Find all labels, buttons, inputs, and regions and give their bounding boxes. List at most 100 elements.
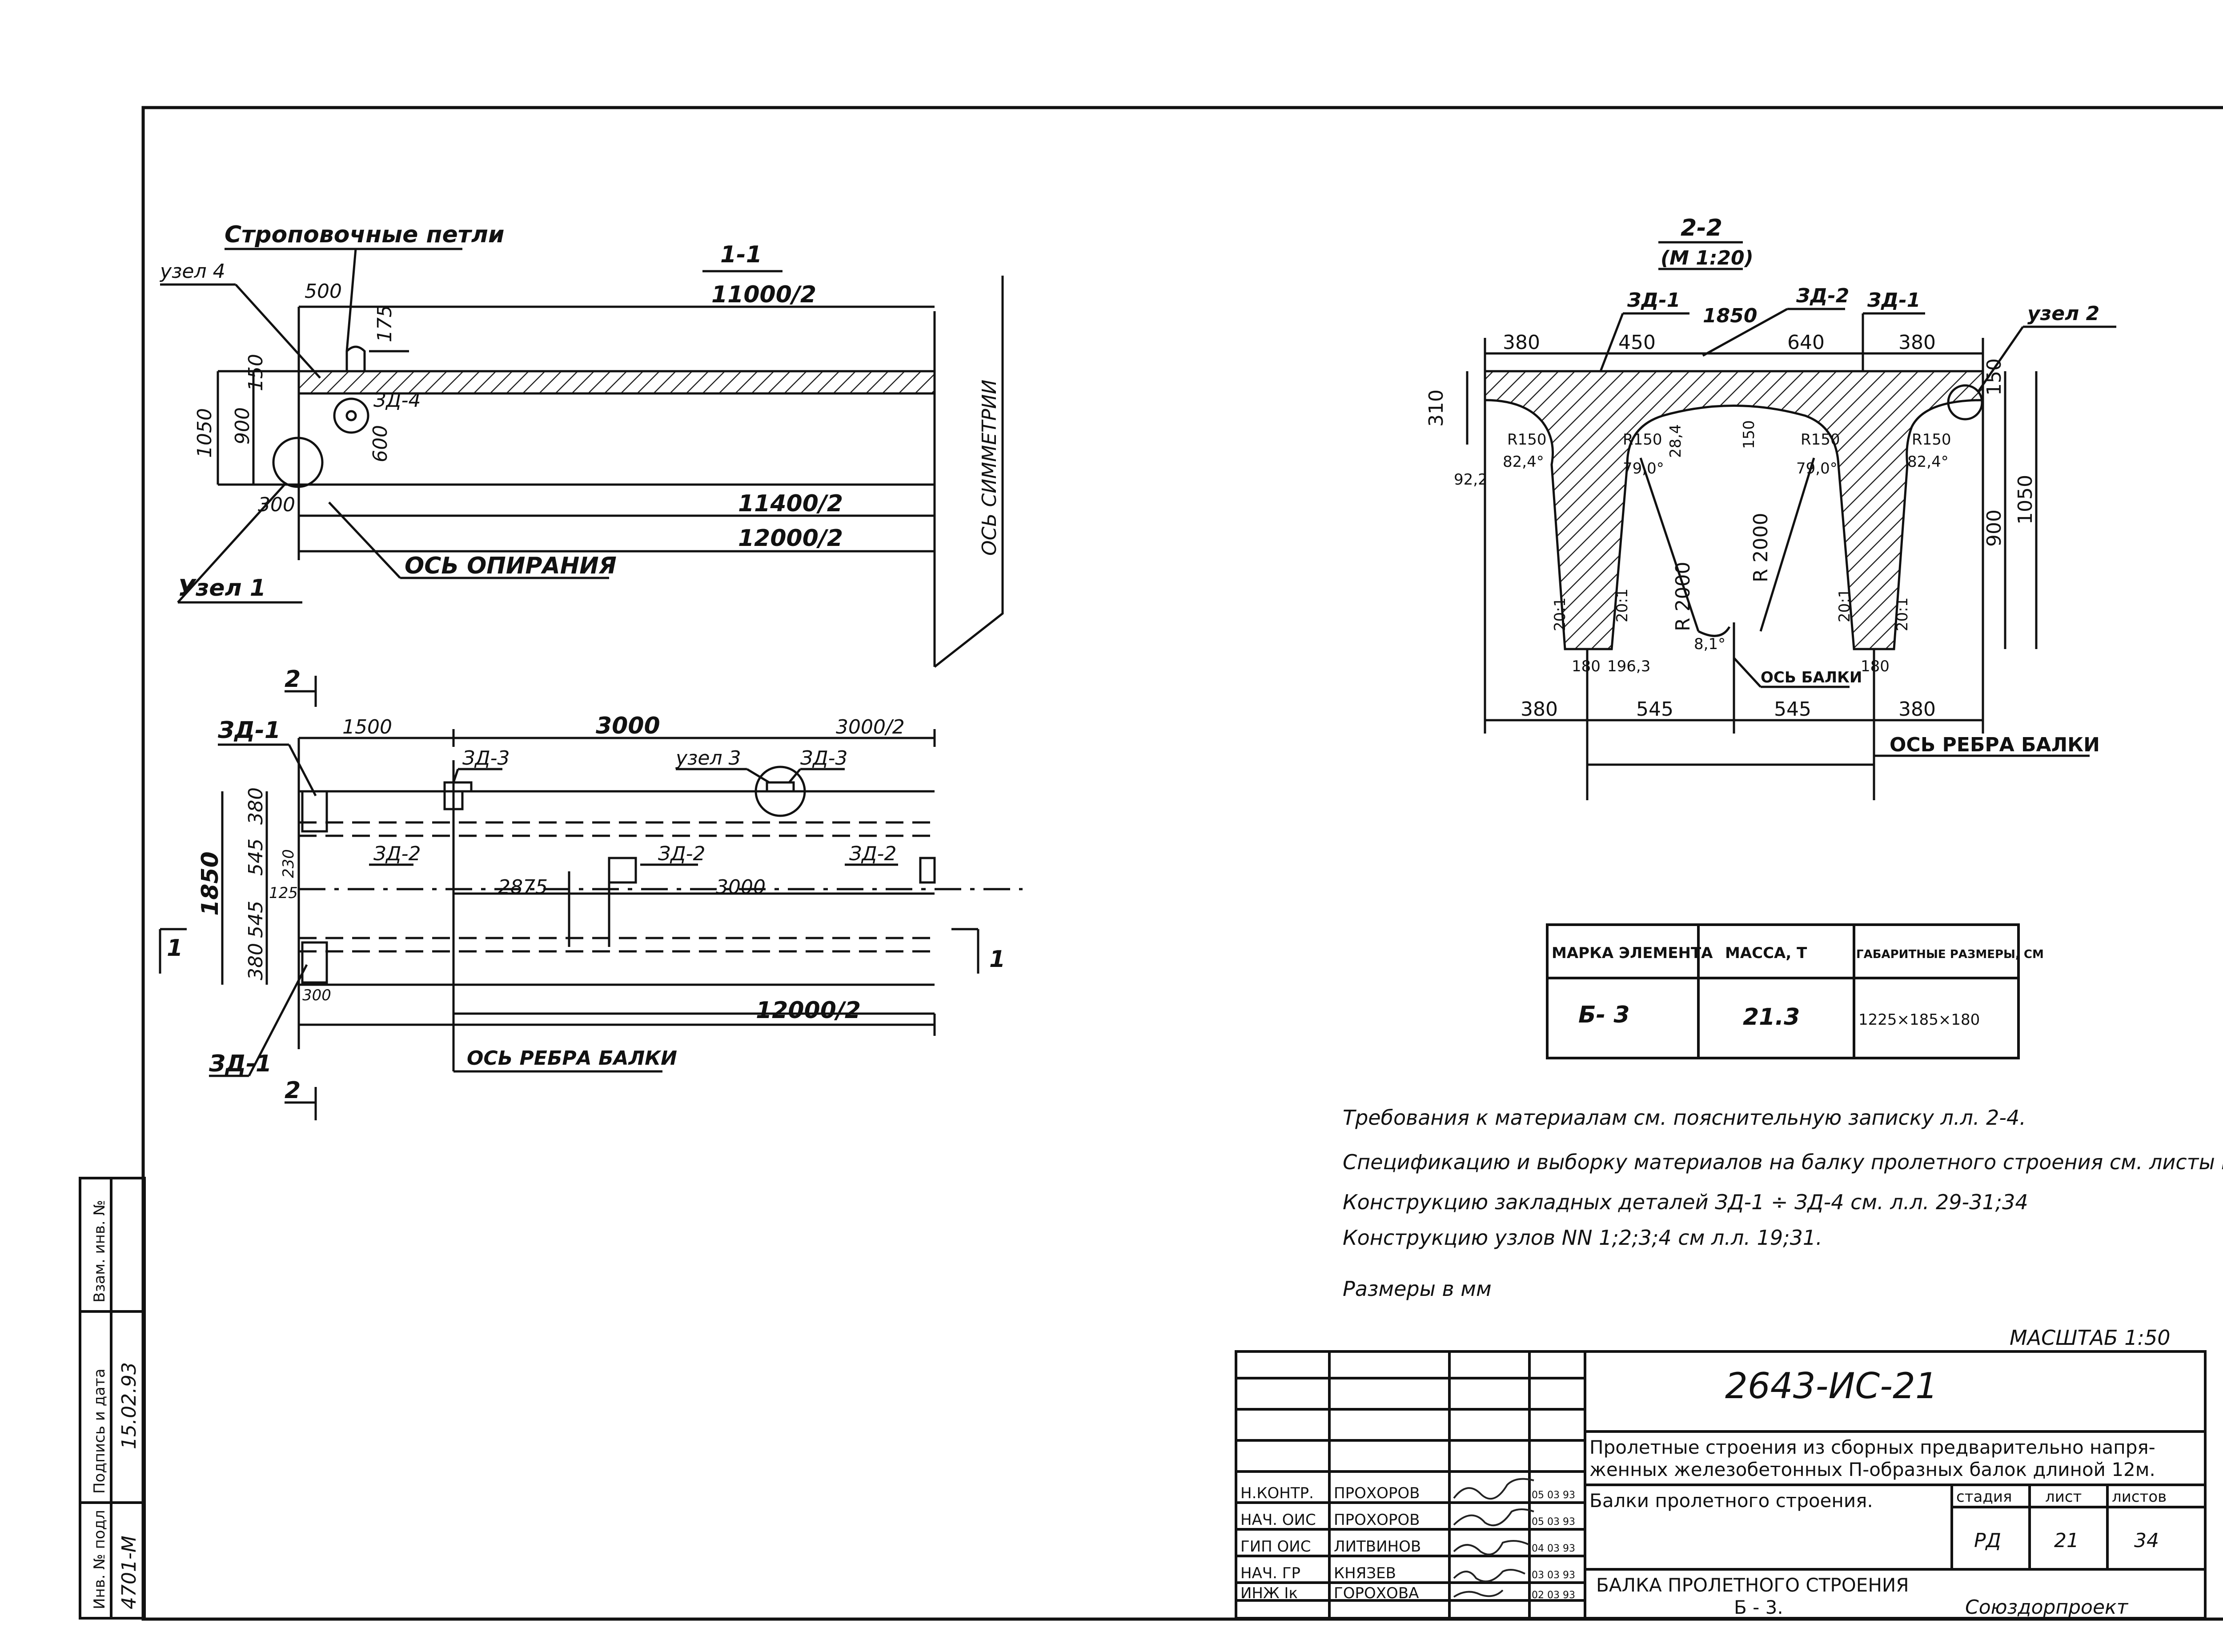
staff-name-5: ГОРОХОВА — [1334, 1584, 1419, 1602]
s22-r2000-right: R 2000 — [1750, 513, 1772, 582]
organization: Союздорпроект — [1965, 1596, 2129, 1619]
section-mark-2-top: 2 — [285, 666, 301, 693]
plan-zd2-c: ЗД-2 — [849, 842, 896, 865]
note-5: Размеры в мм — [1343, 1277, 1492, 1301]
plan-dim-380-bottom: 380 — [245, 943, 267, 980]
dim-300: 300 — [258, 493, 295, 516]
staff-name-4: КНЯЗЕВ — [1334, 1564, 1396, 1582]
plan-dim-3000-b: 3000 — [716, 876, 766, 898]
s22-dim-180-left: 180 — [1572, 658, 1601, 675]
plan-node-3: узел 3 — [675, 747, 741, 770]
s22-dim-150-b: 150 — [1740, 420, 1758, 449]
section-1-1: 1-1 Строповочные петли узел 4 11000/2 50… — [159, 221, 1004, 668]
dim-900: 900 — [231, 407, 254, 445]
s22-dim-1850: 1850 — [1703, 305, 1757, 327]
table-header-mark: МАРКА ЭЛЕМЕНТА — [1552, 944, 1713, 962]
table-header-mass: МАССА, Т — [1725, 944, 1807, 962]
dim-11000-2: 11000/2 — [711, 281, 816, 308]
section-2-2-scale: (М 1:20) — [1661, 247, 1754, 269]
plan-dim-2875: 2875 — [498, 876, 548, 898]
plan-dim-230: 230 — [280, 849, 297, 878]
plan-dim-3000-2: 3000/2 — [836, 716, 905, 738]
element-table — [1546, 923, 2020, 1059]
staff-date-1: 05 03 93 — [1532, 1490, 1575, 1501]
note-1: Требования к материалам см. пояснительну… — [1343, 1106, 2026, 1130]
title-line-2: женных железобетонных П-образных балок д… — [1589, 1459, 2155, 1480]
dim-12000-2: 12000/2 — [738, 525, 843, 552]
stamp-inv-value: 4701-М — [118, 1536, 140, 1609]
s22-r2000-left: R 2000 — [1672, 561, 1694, 631]
note-4: Конструкцию узлов NN 1;2;3;4 см л.л. 19;… — [1343, 1226, 1822, 1250]
s22-dim-640: 640 — [1787, 331, 1825, 354]
dim-11400-2: 11400/2 — [738, 490, 843, 517]
s22-dim-28-4: 28,4 — [1667, 424, 1685, 458]
s22-r150-1: R150 — [1507, 431, 1547, 449]
plan-dim-3000: 3000 — [596, 713, 660, 739]
embed-zd4-label: ЗД-4 — [373, 389, 421, 412]
sheets-header: листов — [2112, 1488, 2167, 1506]
s22-bottom-545-right: 545 — [1774, 698, 1811, 721]
plan-zd1-top: ЗД-1 — [217, 717, 281, 744]
staff-role-5: ИНЖ Iк — [1240, 1584, 1298, 1602]
s22-dim-310: 310 — [1425, 389, 1448, 427]
plan-zd2-a: ЗД-2 — [373, 842, 421, 865]
s22-dim-92: 92,2 — [1454, 471, 1488, 489]
lifting-loops-label: Строповочные петли — [225, 221, 504, 248]
s22-dim-450: 450 — [1618, 331, 1656, 354]
stamp-vzam-inv: Взам. инв. № — [91, 1200, 108, 1303]
staff-role-4: НАЧ. ГР — [1240, 1564, 1300, 1582]
s22-dim-900: 900 — [1983, 509, 2006, 547]
plan-rib-axis-label: ОСЬ РЕБРА БАЛКИ — [467, 1047, 677, 1070]
s22-bottom-545-left: 545 — [1636, 698, 1673, 721]
cross-section-body — [1484, 370, 1984, 650]
staff-role-2: НАЧ. ОИС — [1240, 1511, 1316, 1529]
s22-angle-3: 79,0° — [1796, 460, 1838, 477]
s22-slope-2: 20:1 — [1613, 589, 1631, 622]
staff-date-4: 03 03 93 — [1532, 1570, 1575, 1581]
plan-dim-545-top: 545 — [245, 838, 267, 876]
plan-zd3-b: ЗД-3 — [800, 747, 847, 770]
s22-zd2: ЗД-2 — [1796, 285, 1849, 307]
stamp-sign-date: Подпись и дата — [91, 1368, 108, 1494]
symmetry-axis-label: ОСЬ СИММЕТРИИ — [978, 380, 1001, 556]
s22-zd1-left: ЗД-1 — [1627, 289, 1680, 312]
plan-dim-380-top: 380 — [245, 787, 267, 825]
staff-name-3: ЛИТВИНОВ — [1334, 1538, 1421, 1556]
staff-role-3: ГИП ОИС — [1240, 1538, 1311, 1556]
section-1-1-title: 1-1 — [720, 241, 762, 268]
plan-zd1-bottom: ЗД-1 — [209, 1051, 272, 1077]
s22-dim-1050: 1050 — [2014, 475, 2037, 525]
node-1-label: Узел 1 — [178, 575, 266, 601]
plan-dim-1850: 1850 — [197, 851, 224, 916]
dim-175: 175 — [373, 305, 396, 342]
title-line-1: Пролетные строения из сборных предварите… — [1589, 1436, 2155, 1458]
section-mark-1-right: 1 — [989, 946, 1005, 973]
s22-dim-150: 150 — [1983, 358, 2006, 396]
staff-role-1: Н.КОНТР. — [1240, 1484, 1314, 1502]
table-cell-mass: 21.3 — [1743, 1004, 1800, 1030]
plan-dim-1500: 1500 — [342, 716, 392, 738]
note-2: Спецификацию и выборку материалов на бал… — [1343, 1150, 2223, 1174]
s22-zd1-right: ЗД-1 — [1867, 289, 1920, 312]
side-stamp — [79, 1177, 146, 1620]
s22-r150-2: R150 — [1623, 431, 1662, 449]
staff-name-2: ПРОХОРОВ — [1334, 1511, 1420, 1529]
note-3: Конструкцию закладных деталей ЗД-1 ÷ ЗД-… — [1343, 1190, 2028, 1214]
staff-date-5: 02 03 93 — [1532, 1590, 1575, 1601]
drawing-code: 2643-ИС-21 — [1725, 1365, 1938, 1407]
plan-dim-545-bottom: 545 — [245, 901, 267, 938]
plan-dim-125: 125 — [269, 884, 298, 902]
plan-dim-300: 300 — [302, 986, 331, 1004]
sheet-title-2: Б - 3. — [1734, 1596, 1783, 1618]
drawing-frame — [141, 106, 2223, 1621]
dim-500: 500 — [305, 280, 342, 303]
s22-node-2: узел 2 — [2027, 302, 2099, 325]
s22-slope-1: 20:1 — [1551, 597, 1569, 631]
s22-angle-1: 82,4° — [1503, 453, 1544, 471]
section-mark-2-bottom: 2 — [285, 1077, 301, 1104]
dim-600: 600 — [369, 425, 392, 462]
plan-view: 2 2 1 1 1500 3000 3000/2 — [159, 666, 1023, 1120]
s22-dim-380-left: 380 — [1503, 331, 1540, 354]
s22-slope-3: 20:1 — [1836, 589, 1854, 622]
table-cell-dims: 1225×185×180 — [1858, 1011, 1980, 1029]
